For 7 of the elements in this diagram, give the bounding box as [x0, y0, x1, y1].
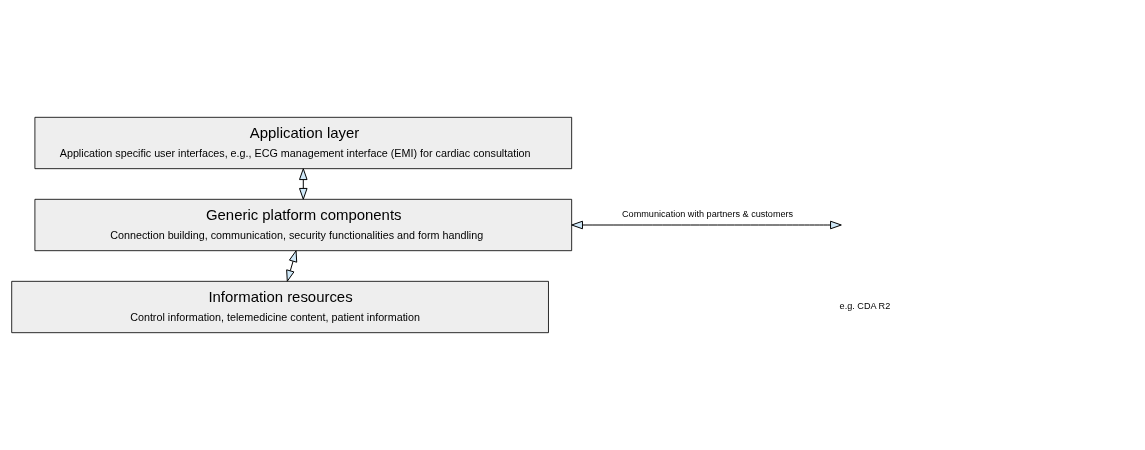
label: e.g. CDA R2 — [839, 301, 891, 312]
node-box: Generic platform components Connection building, communication, security functionalities and form handling — [34, 198, 573, 252]
arrow — [286, 250, 298, 282]
edge-label: Communication with partners & customers — [622, 208, 794, 219]
node-box: Application layer Application specific user interfaces, e.g., ECG management interface (EMI) for cardiac consultation — [34, 116, 573, 170]
node-box: Information resources Control information, telemedicine content, patient information — [11, 280, 549, 334]
arrow — [571, 220, 842, 230]
